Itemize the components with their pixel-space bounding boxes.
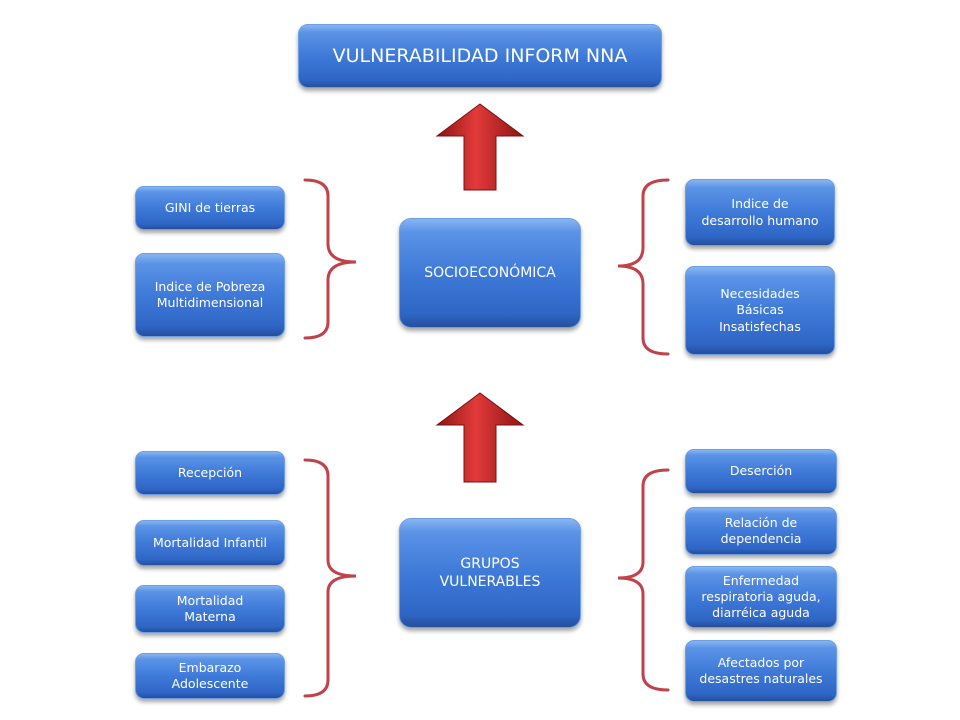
title-box: VULNERABILIDAD INFORM NNA	[298, 24, 662, 88]
socio-left-pobreza: Indice de Pobreza Multidimensional	[135, 253, 285, 337]
brace-socio-left	[303, 178, 357, 340]
grupos-left-mortalidad-infantil: Mortalidad Infantil	[135, 520, 285, 566]
grupos-vulnerables-box: GRUPOS VULNERABLES	[399, 518, 581, 628]
grupos-right-desercion: Deserción	[685, 449, 837, 494]
grupos-left-recepcion: Recepción	[135, 451, 285, 495]
grupos-right-enfermedad: Enfermedad respiratoria aguda, diarréica…	[685, 566, 837, 628]
arrow-up-bottom	[435, 392, 525, 483]
socio-left-gini: GINI de tierras	[135, 186, 285, 230]
socio-right-nbi: Necesidades Básicas Insatisfechas	[685, 266, 835, 355]
grupos-right-dependencia: Relación de dependencia	[685, 507, 837, 555]
socio-right-idh: Indice de desarrollo humano	[685, 179, 835, 246]
grupos-left-mortalidad-materna: Mortalidad Materna	[135, 585, 285, 633]
brace-grupos-left	[303, 458, 357, 698]
brace-grupos-right	[617, 468, 670, 692]
brace-socio-right	[617, 178, 670, 356]
grupos-left-embarazo: Embarazo Adolescente	[135, 653, 285, 699]
socioeconomica-box: SOCIOECONÓMICA	[399, 218, 581, 328]
arrow-up-top	[435, 103, 525, 191]
grupos-right-desastres: Afectados por desastres naturales	[685, 640, 837, 702]
